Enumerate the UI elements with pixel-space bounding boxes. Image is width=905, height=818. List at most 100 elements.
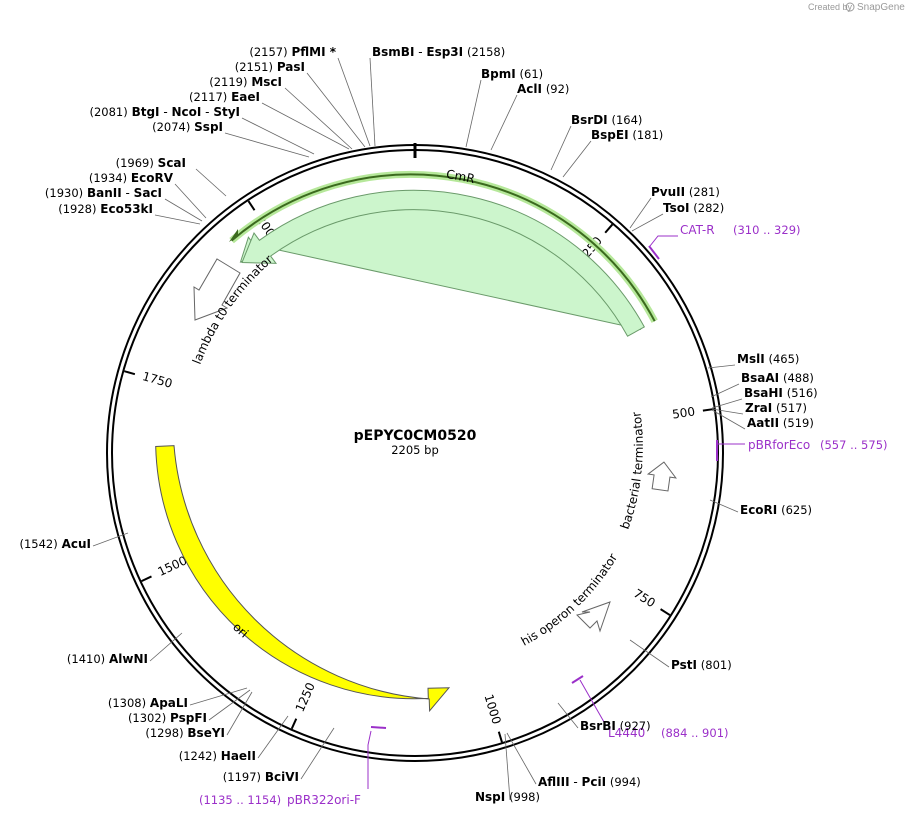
- site-position: (1934): [89, 171, 127, 185]
- cmr-highlight-line: [230, 173, 656, 322]
- primer-l4440-name[interactable]: L4440: [608, 726, 645, 740]
- leader-banii: [164, 198, 203, 222]
- pbr322ori-f-marker[interactable]: [370, 726, 387, 729]
- site-enzyme-name: ApaLI: [150, 696, 188, 710]
- leader-aatii: [711, 409, 746, 430]
- site-enzyme-name: AflIII: [538, 775, 570, 789]
- site-enzyme-name: BseYI: [187, 726, 225, 740]
- site-haeii[interactable]: (1242) HaeII: [179, 749, 256, 763]
- bacterial-terminator-arrow[interactable]: [646, 460, 678, 492]
- cmr-highlight-arrowhead: [229, 229, 238, 242]
- site-afliii[interactable]: AflIII - PciI (994): [538, 775, 641, 789]
- leader-acui: [92, 532, 129, 547]
- site-enzyme-name: BpmI: [481, 67, 516, 81]
- site-position: (164): [611, 113, 642, 127]
- site-apali[interactable]: (1308) ApaLI: [108, 696, 188, 710]
- site-position: (927): [620, 719, 651, 733]
- site-sspi[interactable]: (2074) SspI: [152, 120, 223, 134]
- credit-prefix: Created by: [808, 2, 853, 12]
- site-enzyme-name: PstI: [671, 658, 697, 672]
- leader-zrai: [711, 408, 744, 415]
- primer-pbrforeco-name[interactable]: pBRforEco: [748, 438, 810, 452]
- site-eco53ki[interactable]: (1928) Eco53kI: [58, 202, 153, 216]
- leader-ecori: [709, 499, 739, 513]
- site-enzyme-name: BsaHI: [744, 386, 783, 400]
- leader-sspi: [224, 132, 310, 158]
- site-position: (517): [776, 401, 807, 415]
- site-enzyme-name: Eco53kI: [100, 202, 153, 216]
- site-nspi[interactable]: NspI (998): [475, 790, 540, 804]
- tick-label-1000: 1000: [481, 693, 503, 726]
- site-pflmi[interactable]: (2157) PflMI *: [249, 45, 336, 59]
- leader-bspei: [562, 140, 592, 178]
- site-ecorv[interactable]: (1934) EcoRV: [89, 171, 174, 185]
- site-position: (1302): [128, 711, 166, 725]
- site-aatii[interactable]: AatII (519): [747, 416, 814, 430]
- site-msci[interactable]: (2119) MscI: [209, 75, 282, 89]
- site-scai[interactable]: (1969) ScaI: [116, 156, 186, 170]
- site-msli[interactable]: MslI (465): [737, 352, 799, 366]
- site-bsahi[interactable]: BsaHI (516): [744, 386, 818, 400]
- primer-cat-r-name[interactable]: CAT-R: [680, 223, 715, 237]
- pbr322ori-f-leader: [367, 730, 372, 789]
- site-separator: -: [122, 186, 134, 200]
- primer-pbr322ori-f-name[interactable]: pBR322ori-F: [287, 793, 361, 807]
- snapgene-logo-icon: [845, 2, 855, 12]
- site-position: (2157): [249, 45, 287, 59]
- site-bsrdi[interactable]: BsrDI (164): [571, 113, 642, 127]
- site-alwni[interactable]: (1410) AlwNI: [67, 652, 148, 666]
- site-psti[interactable]: PstI (801): [671, 658, 732, 672]
- site-position: (1930): [45, 186, 83, 200]
- site-position: (2119): [209, 75, 247, 89]
- site-bcivi[interactable]: (1197) BciVI: [223, 770, 299, 784]
- site-btgi[interactable]: (2081) BtgI - NcoI - StyI: [90, 105, 241, 119]
- site-enzyme-name: SspI: [194, 120, 223, 134]
- site-acui[interactable]: (1542) AcuI: [20, 537, 92, 551]
- site-enzyme-name: StyI: [213, 105, 240, 119]
- site-position: (2074): [152, 120, 190, 134]
- site-bsmbi[interactable]: BsmBI - Esp3I (2158): [372, 45, 505, 59]
- leader-eco53ki: [154, 214, 201, 225]
- his-operon-terminator-arrow[interactable]: [576, 601, 611, 633]
- site-bsaai[interactable]: BsaAI (488): [741, 371, 814, 385]
- primer-cat-r-range: (310 .. 329): [733, 223, 801, 237]
- leader-scai: [195, 168, 227, 197]
- ori-arrow[interactable]: [155, 445, 451, 713]
- site-acli[interactable]: AclI (92): [517, 82, 569, 96]
- site-pvuii[interactable]: PvuII (281): [651, 185, 720, 199]
- cmr-arrow[interactable]: [241, 189, 645, 337]
- site-position: (2117): [189, 90, 227, 104]
- site-banii[interactable]: (1930) BanII - SacI: [45, 186, 162, 200]
- leader-bsrbi: [557, 702, 579, 729]
- site-bpmi[interactable]: BpmI (61): [481, 67, 543, 81]
- site-enzyme-name: MscI: [251, 75, 282, 89]
- snapgene-credit: Created by SnapGene: [808, 2, 905, 13]
- site-pspfi[interactable]: (1302) PspFI: [128, 711, 207, 725]
- site-leaders: [92, 57, 746, 801]
- site-position: (1197): [223, 770, 261, 784]
- leader-pvuii: [629, 197, 652, 229]
- l4440-marker[interactable]: [571, 675, 584, 684]
- site-ecori[interactable]: EcoRI (625): [740, 503, 812, 517]
- primer-l4440-range: (884 .. 901): [661, 726, 729, 740]
- site-zrai[interactable]: ZraI (517): [745, 401, 807, 415]
- site-enzyme-name: AlwNI: [109, 652, 148, 666]
- leader-psti: [629, 639, 670, 668]
- cat-r-marker[interactable]: [648, 245, 660, 260]
- site-pasi[interactable]: (2151) PasI: [235, 60, 305, 74]
- leader-bsmbi: [369, 57, 376, 147]
- site-tsoi[interactable]: TsoI (282): [663, 201, 724, 215]
- site-eaei[interactable]: (2117) EaeI: [189, 90, 260, 104]
- tick-label-500: 500: [671, 404, 696, 421]
- bacterial-terminator-label: bacterial terminator: [618, 411, 646, 531]
- site-enzyme-name: TsoI: [663, 201, 689, 215]
- site-position: (801): [701, 658, 732, 672]
- site-bseyi[interactable]: (1298) BseYI: [145, 726, 225, 740]
- lambda-t0-terminator-arrow[interactable]: [193, 258, 241, 321]
- leader-afliii: [506, 732, 537, 785]
- leader-msci: [284, 87, 353, 150]
- site-bspei[interactable]: BspEI (181): [591, 128, 663, 142]
- site-enzyme-name: PspFI: [170, 711, 207, 725]
- site-bsrbi[interactable]: BsrBI (927): [580, 719, 651, 733]
- site-enzyme-name: ZraI: [745, 401, 772, 415]
